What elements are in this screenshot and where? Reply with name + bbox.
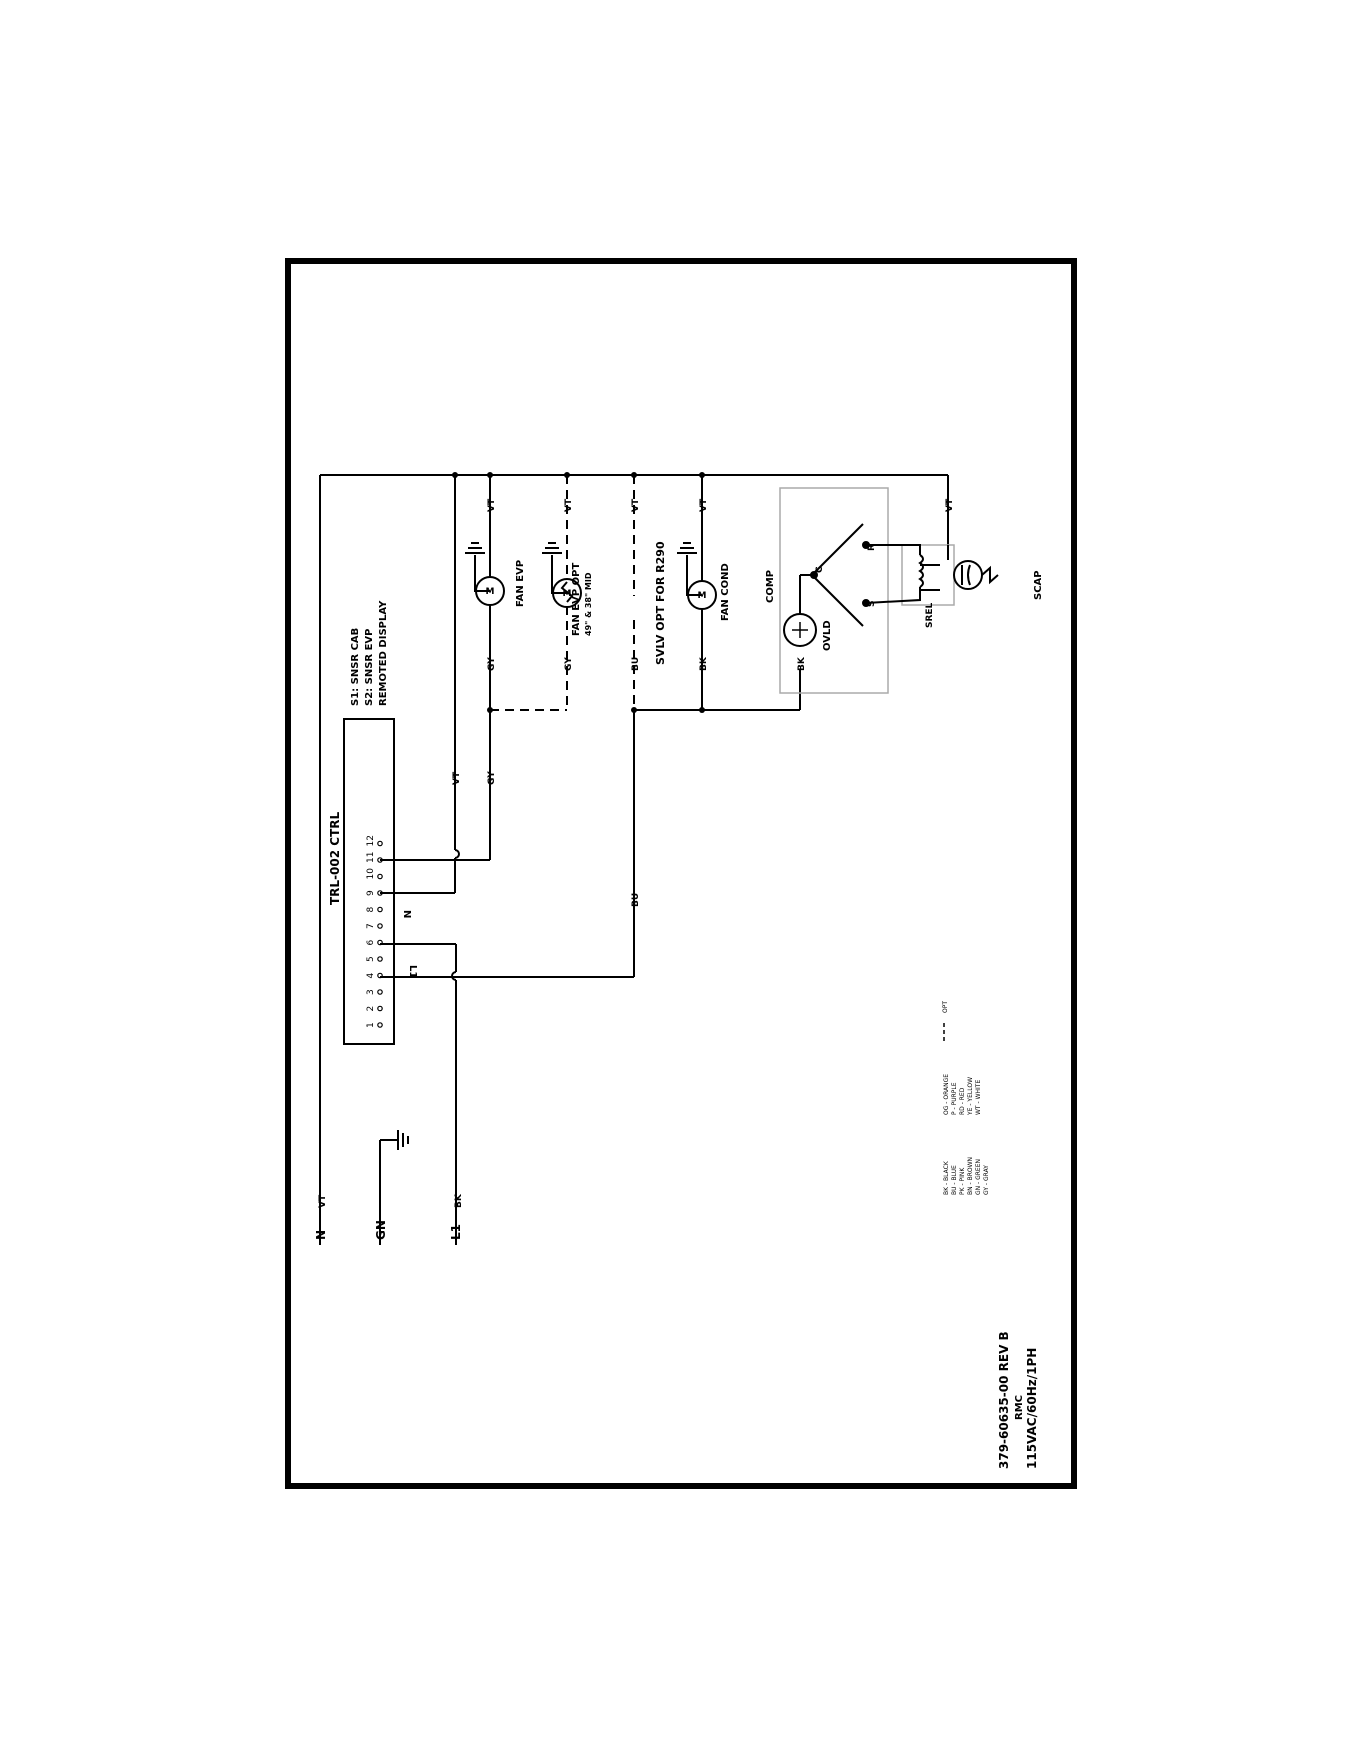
controller-terminal-number: 5: [366, 956, 376, 962]
wire-l1-color: BK: [454, 1193, 464, 1208]
controller-terminal: [377, 873, 383, 880]
fan-evp-opt-vt: VT: [564, 498, 574, 512]
legend-item: GY - GRAY: [983, 1165, 990, 1195]
start-capacitor-icon: [953, 560, 999, 590]
controller-terminal-number: 7: [366, 923, 376, 929]
drawing-model: RMC: [1014, 1395, 1025, 1420]
controller-terminal: [377, 939, 383, 946]
legend-item: YE - YELLOW: [967, 1077, 974, 1116]
relay-box: [901, 544, 955, 606]
controller-terminal-number: 2: [366, 1006, 376, 1012]
drawing-number: 379-60635-00 REV B: [997, 1331, 1011, 1469]
fan-cond-vt: VT: [699, 498, 709, 512]
drawing-rating: 115VAC/60Hz/1PH: [1025, 1348, 1039, 1469]
controller-box: [343, 718, 395, 1045]
controller-terminal: [377, 1022, 383, 1028]
legend-item: WT - WHITE: [975, 1080, 982, 1115]
comp-label: COMP: [765, 570, 776, 603]
controller-n-mark: N: [401, 910, 412, 918]
motor-letter: M: [563, 589, 572, 599]
fan-evp-opt-label: FAN EVP OPT: [571, 563, 582, 636]
wire-vt-label: VT: [452, 771, 462, 785]
controller-terminal-number: 11: [366, 852, 376, 863]
controller-l1-mark: L1: [407, 965, 418, 978]
controller-terminal: [377, 857, 383, 863]
legend-item: PK - PINK: [959, 1167, 966, 1195]
legend-item: RD - RED: [959, 1087, 966, 1115]
controller-terminal-number: 12: [366, 835, 376, 846]
controller-terminal: [377, 1005, 383, 1012]
motor-letter: M: [698, 591, 707, 601]
fan-evp-vt: VT: [487, 498, 497, 512]
supply-l1-label: L1: [449, 1224, 463, 1240]
fan-cond-label: FAN COND: [720, 563, 731, 621]
wiring-lines: [319, 474, 949, 1245]
controller-title: TRL-002 CTRL: [328, 811, 342, 905]
svlv-bu: BU: [631, 657, 641, 671]
controller-terminal-number: 4: [366, 973, 376, 979]
wire-bu-label: BU: [631, 893, 641, 907]
controller-terminal: [377, 890, 383, 896]
svlv-vt: VT: [631, 498, 641, 512]
fan-evp-opt-gy: GY: [564, 657, 574, 671]
compressor-winding-icon: [810, 523, 870, 627]
controller-s2: S2: SNSR EVP: [364, 629, 375, 707]
overload-contact-icon: [792, 622, 808, 638]
controller-terminal: [377, 989, 383, 995]
ground-lead: [551, 555, 567, 594]
supply-n-label: N: [314, 1230, 328, 1240]
controller-terminal: [377, 923, 383, 929]
controller-terminal-number: 9: [366, 890, 376, 896]
controller-terminal-number: 8: [366, 907, 376, 913]
controller-terminal-number: 10: [366, 868, 376, 880]
fan-evp-gy: GY: [487, 657, 497, 671]
terminal-r-label: R: [867, 544, 877, 551]
terminal-c-label: C: [815, 566, 825, 573]
legend-item: P - PURPLE: [951, 1082, 958, 1115]
wire-n-color: VT: [318, 1194, 328, 1208]
controller-s1: S1: SNSR CAB: [350, 628, 361, 706]
ground-lead: [686, 555, 702, 596]
legend-item: OG - ORANGE: [943, 1074, 950, 1115]
drawing-frame: [285, 258, 1077, 1489]
motor-letter: M: [486, 587, 495, 597]
controller-terminal-number: 3: [366, 989, 376, 995]
legend-item: BK - BLACK: [943, 1160, 950, 1195]
ground-icon: [397, 542, 697, 1150]
controller-terminal-number: 6: [366, 940, 376, 946]
wire-gy-label: GY: [487, 771, 497, 785]
scap-label: SCAP: [1033, 570, 1044, 600]
srel-label: SREL: [925, 602, 935, 628]
scap-vt: VT: [945, 498, 955, 512]
solenoid-valve-icon: [560, 581, 574, 603]
compressor-box: [779, 487, 889, 694]
ovld-bk: BK: [797, 656, 807, 671]
optional-wiring: [490, 475, 635, 711]
fan-evp-label: FAN EVP: [515, 560, 526, 607]
ovld-label: OVLD: [822, 620, 833, 651]
relay-coil-icon: [865, 544, 949, 604]
fan-cond-bk: BK: [699, 656, 709, 671]
controller-terminal: [377, 840, 383, 847]
legend-item: GN - GREEN: [975, 1159, 982, 1195]
controller-remote: REMOTED DISPLAY: [378, 600, 389, 706]
fan-evp-opt-note: 49" & 38" MID: [584, 572, 593, 636]
legend-item: BU - BLUE: [951, 1165, 958, 1195]
legend-opt: OPT: [942, 1001, 949, 1013]
controller-terminal: [377, 906, 383, 913]
controller-terminal: [377, 956, 383, 962]
svlv-label: SVLV OPT FOR R290: [654, 541, 667, 665]
legend-item: BN - BROWN: [967, 1157, 974, 1195]
controller-terminal-number: 1: [366, 1022, 376, 1028]
controller-terminal: [377, 972, 383, 979]
supply-gn-label: GN: [374, 1220, 388, 1240]
terminal-s-label: S: [867, 601, 877, 607]
controller-terminals: [377, 840, 383, 1028]
junction-dots: [452, 472, 705, 713]
ground-lead: [474, 555, 490, 592]
